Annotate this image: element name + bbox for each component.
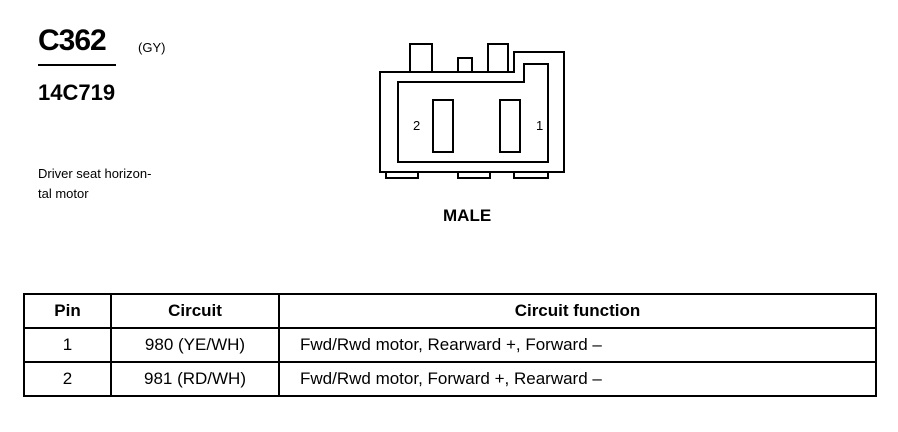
connector-top-tab-left bbox=[409, 43, 433, 73]
pin-2-blade bbox=[432, 99, 454, 153]
cell-circuit: 980 (YE/WH) bbox=[110, 327, 280, 363]
part-number: 14C719 bbox=[38, 80, 116, 105]
pin-circuit-table: Pin Circuit Circuit function 1 980 (YE/W… bbox=[23, 293, 877, 397]
cell-circuit-function: Fwd/Rwd motor, Rearward +, Forward – bbox=[278, 327, 877, 363]
description-line-1: Driver seat horizon- bbox=[38, 166, 152, 181]
title-rule bbox=[38, 64, 116, 66]
color-code: (GY) bbox=[138, 40, 166, 55]
connector-bottom-tab-left bbox=[385, 171, 419, 179]
cell-circuit: 981 (RD/WH) bbox=[110, 361, 280, 397]
cell-pin: 1 bbox=[23, 327, 112, 363]
connector-housing-inner bbox=[397, 63, 549, 163]
connector-bottom-tab-mid bbox=[457, 171, 491, 179]
connector-bottom-tab-right bbox=[513, 171, 549, 179]
table-header-row: Pin Circuit Circuit function bbox=[23, 293, 877, 329]
connector-top-tab-right bbox=[487, 43, 509, 73]
header-circuit-function: Circuit function bbox=[278, 293, 877, 329]
cell-pin: 2 bbox=[23, 361, 112, 397]
header-circuit: Circuit bbox=[110, 293, 280, 329]
table-row: 2 981 (RD/WH) Fwd/Rwd motor, Forward +, … bbox=[23, 361, 877, 397]
connector-face-diagram: 2 1 bbox=[379, 43, 565, 179]
connector-gender-label: MALE bbox=[443, 206, 492, 225]
table-row: 1 980 (YE/WH) Fwd/Rwd motor, Rearward +,… bbox=[23, 327, 877, 363]
cell-circuit-function: Fwd/Rwd motor, Forward +, Rearward – bbox=[278, 361, 877, 397]
pin-1-label: 1 bbox=[536, 118, 543, 133]
pin-1-blade bbox=[499, 99, 521, 153]
connector-id: C362 bbox=[38, 24, 107, 57]
header-pin: Pin bbox=[23, 293, 112, 329]
pin-2-label: 2 bbox=[413, 118, 420, 133]
connector-top-tab-mid bbox=[457, 57, 473, 73]
connector-housing-outer bbox=[379, 51, 565, 173]
description-line-2: tal motor bbox=[38, 186, 89, 201]
connector-description: Driver seat horizon- tal motor bbox=[38, 164, 208, 204]
